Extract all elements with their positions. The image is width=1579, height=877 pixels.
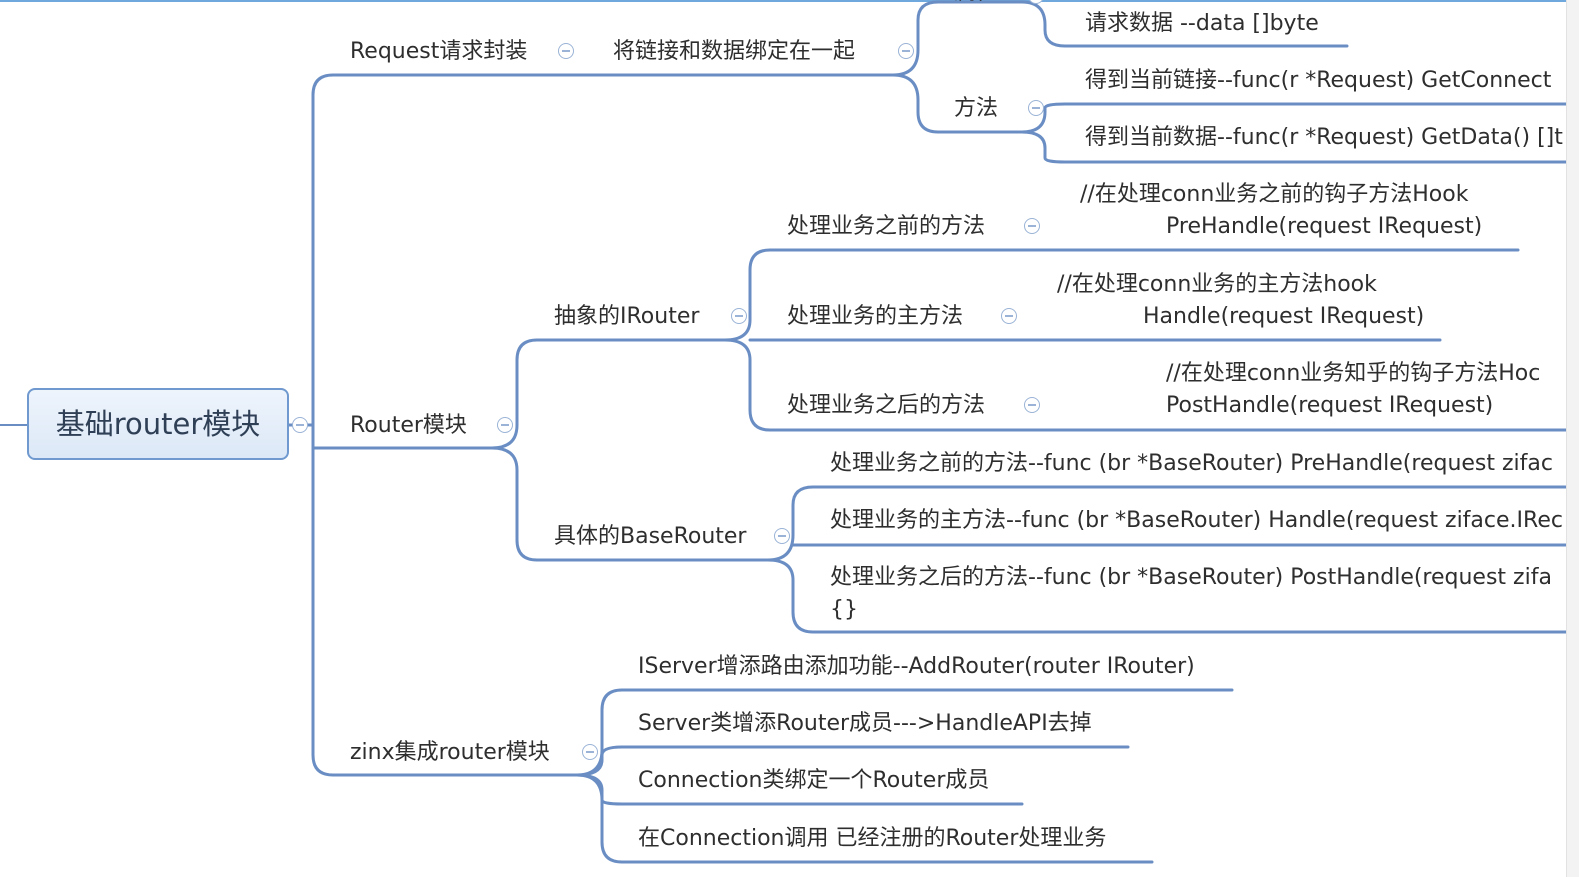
node-request[interactable]: Request请求封装 (350, 39, 528, 64)
leaf-prehandle-sig[interactable]: PreHandle(request IRequest) (1166, 214, 1483, 239)
vertical-scrollbar[interactable] (1566, 0, 1579, 877)
collapse-request-icon[interactable] (558, 43, 574, 59)
leaf-zinx-server-router[interactable]: Server类增添Router成员--->HandleAPI去掉 (638, 711, 1092, 736)
leaf-base-prehandle[interactable]: 处理业务之前的方法--func (br *BaseRouter) PreHand… (830, 451, 1553, 476)
collapse-irouter-icon[interactable] (731, 308, 747, 324)
collapse-handle-icon[interactable] (1001, 308, 1017, 324)
leaf-zinx-addrouter[interactable]: IServer增添路由添加功能--AddRouter(router IRoute… (638, 654, 1195, 679)
leaf-posthandle-sig[interactable]: PostHandle(request IRequest) (1166, 393, 1494, 418)
collapse-posthandle-icon[interactable] (1024, 397, 1040, 413)
node-attribute[interactable]: 属性 (954, 0, 998, 8)
leaf-request-data[interactable]: 请求数据 --data []byte (1085, 11, 1319, 36)
node-irouter[interactable]: 抽象的IRouter (554, 304, 700, 329)
collapse-router-icon[interactable] (497, 417, 513, 433)
collapse-zinx-icon[interactable] (582, 744, 598, 760)
leaf-get-data[interactable]: 得到当前数据--func(r *Request) GetData() []t (1085, 125, 1563, 150)
leaf-handle-sig[interactable]: Handle(request IRequest) (1143, 304, 1425, 329)
collapse-bind-icon[interactable] (898, 43, 914, 59)
top-border (0, 0, 1579, 2)
node-zinx[interactable]: zinx集成router模块 (350, 740, 550, 765)
collapse-baserouter-icon[interactable] (774, 528, 790, 544)
node-posthandle[interactable]: 处理业务之后的方法 (787, 393, 986, 418)
node-router[interactable]: Router模块 (350, 413, 467, 438)
leaf-prehandle-comment[interactable]: //在处理conn业务之前的钩子方法Hook (1080, 182, 1469, 207)
leaf-base-handle[interactable]: 处理业务的主方法--func (br *BaseRouter) Handle(r… (830, 508, 1563, 533)
leaf-handle-comment[interactable]: //在处理conn业务的主方法hook (1057, 272, 1377, 297)
root-node[interactable]: 基础router模块 (27, 388, 289, 460)
collapse-prehandle-icon[interactable] (1024, 218, 1040, 234)
leaf-base-posthandle-body: {} (830, 597, 858, 622)
node-bind-link-data[interactable]: 将链接和数据绑定在一起 (613, 39, 856, 64)
node-method[interactable]: 方法 (954, 96, 999, 121)
leaf-zinx-connection-router[interactable]: Connection类绑定一个Router成员 (638, 768, 990, 793)
leaf-base-posthandle[interactable]: 处理业务之后的方法--func (br *BaseRouter) PostHan… (830, 565, 1552, 590)
node-baserouter[interactable]: 具体的BaseRouter (554, 524, 747, 549)
node-handle[interactable]: 处理业务的主方法 (787, 304, 964, 329)
collapse-root-icon[interactable] (292, 417, 308, 433)
leaf-posthandle-comment[interactable]: //在处理conn业务知乎的钩子方法Hoc (1166, 361, 1541, 386)
leaf-get-connect[interactable]: 得到当前链接--func(r *Request) GetConnect (1085, 68, 1552, 93)
leaf-zinx-connection-call[interactable]: 在Connection调用 已经注册的Router处理业务 (638, 826, 1107, 851)
node-prehandle[interactable]: 处理业务之前的方法 (787, 214, 986, 239)
collapse-method-icon[interactable] (1028, 100, 1044, 116)
